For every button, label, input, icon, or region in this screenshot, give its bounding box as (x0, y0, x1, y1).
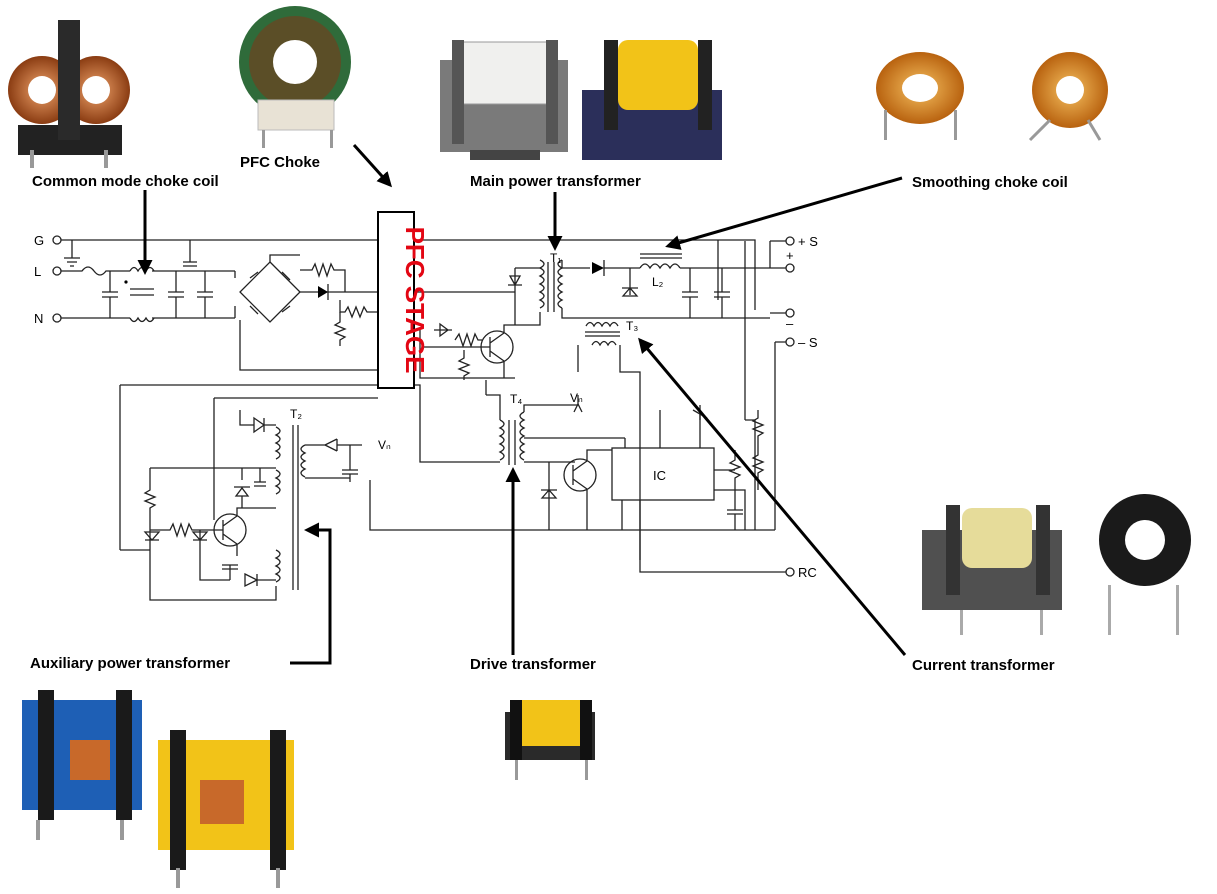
label-arrows (137, 143, 907, 665)
current-transformer-photo (922, 494, 1191, 635)
terminal-rc: RC (798, 565, 817, 580)
label-common-mode-choke: Common mode choke coil (32, 173, 219, 190)
label-t4: T₄ (510, 392, 522, 406)
pfc-choke-photo (239, 6, 351, 148)
terminal-l: L (34, 264, 41, 279)
schematic-wiring (52, 235, 795, 601)
label-drive-transformer: Drive transformer (470, 656, 596, 673)
smoothing-choke-photo (876, 52, 1108, 142)
label-l2: L₂ (652, 275, 664, 289)
label-vn-aux: Vₙ (378, 438, 391, 452)
pfc-stage-box (377, 211, 415, 389)
ic-box (611, 447, 715, 501)
label-t2: T₂ (290, 407, 302, 421)
label-main-transformer: Main power transformer (470, 173, 641, 190)
main-transformer-photo (440, 40, 722, 160)
label-pfc-choke: PFC Choke (240, 154, 320, 171)
terminal-n: N (34, 311, 43, 326)
terminal-minus: – (786, 316, 794, 331)
terminal-g: G (34, 233, 44, 248)
label-smoothing-choke: Smoothing choke coil (912, 174, 1068, 191)
terminal-minus-s: – S (798, 335, 818, 350)
label-current-transformer: Current transformer (912, 657, 1055, 674)
label-auxiliary-transformer: Auxiliary power transformer (30, 655, 230, 672)
label-vn-drive: Vₙ (570, 391, 583, 405)
terminal-plus: + (786, 248, 794, 263)
pfc-stage-label: PFC STAGE (400, 227, 430, 374)
drive-transformer-photo (505, 700, 595, 780)
terminal-plus-s: + S (798, 234, 818, 249)
auxiliary-transformer-photo (22, 690, 294, 888)
label-t3: T₃ (626, 319, 638, 333)
common-mode-choke-photo (8, 20, 130, 168)
label-ic: IC (653, 468, 666, 483)
label-t1: T₁ (550, 251, 561, 265)
